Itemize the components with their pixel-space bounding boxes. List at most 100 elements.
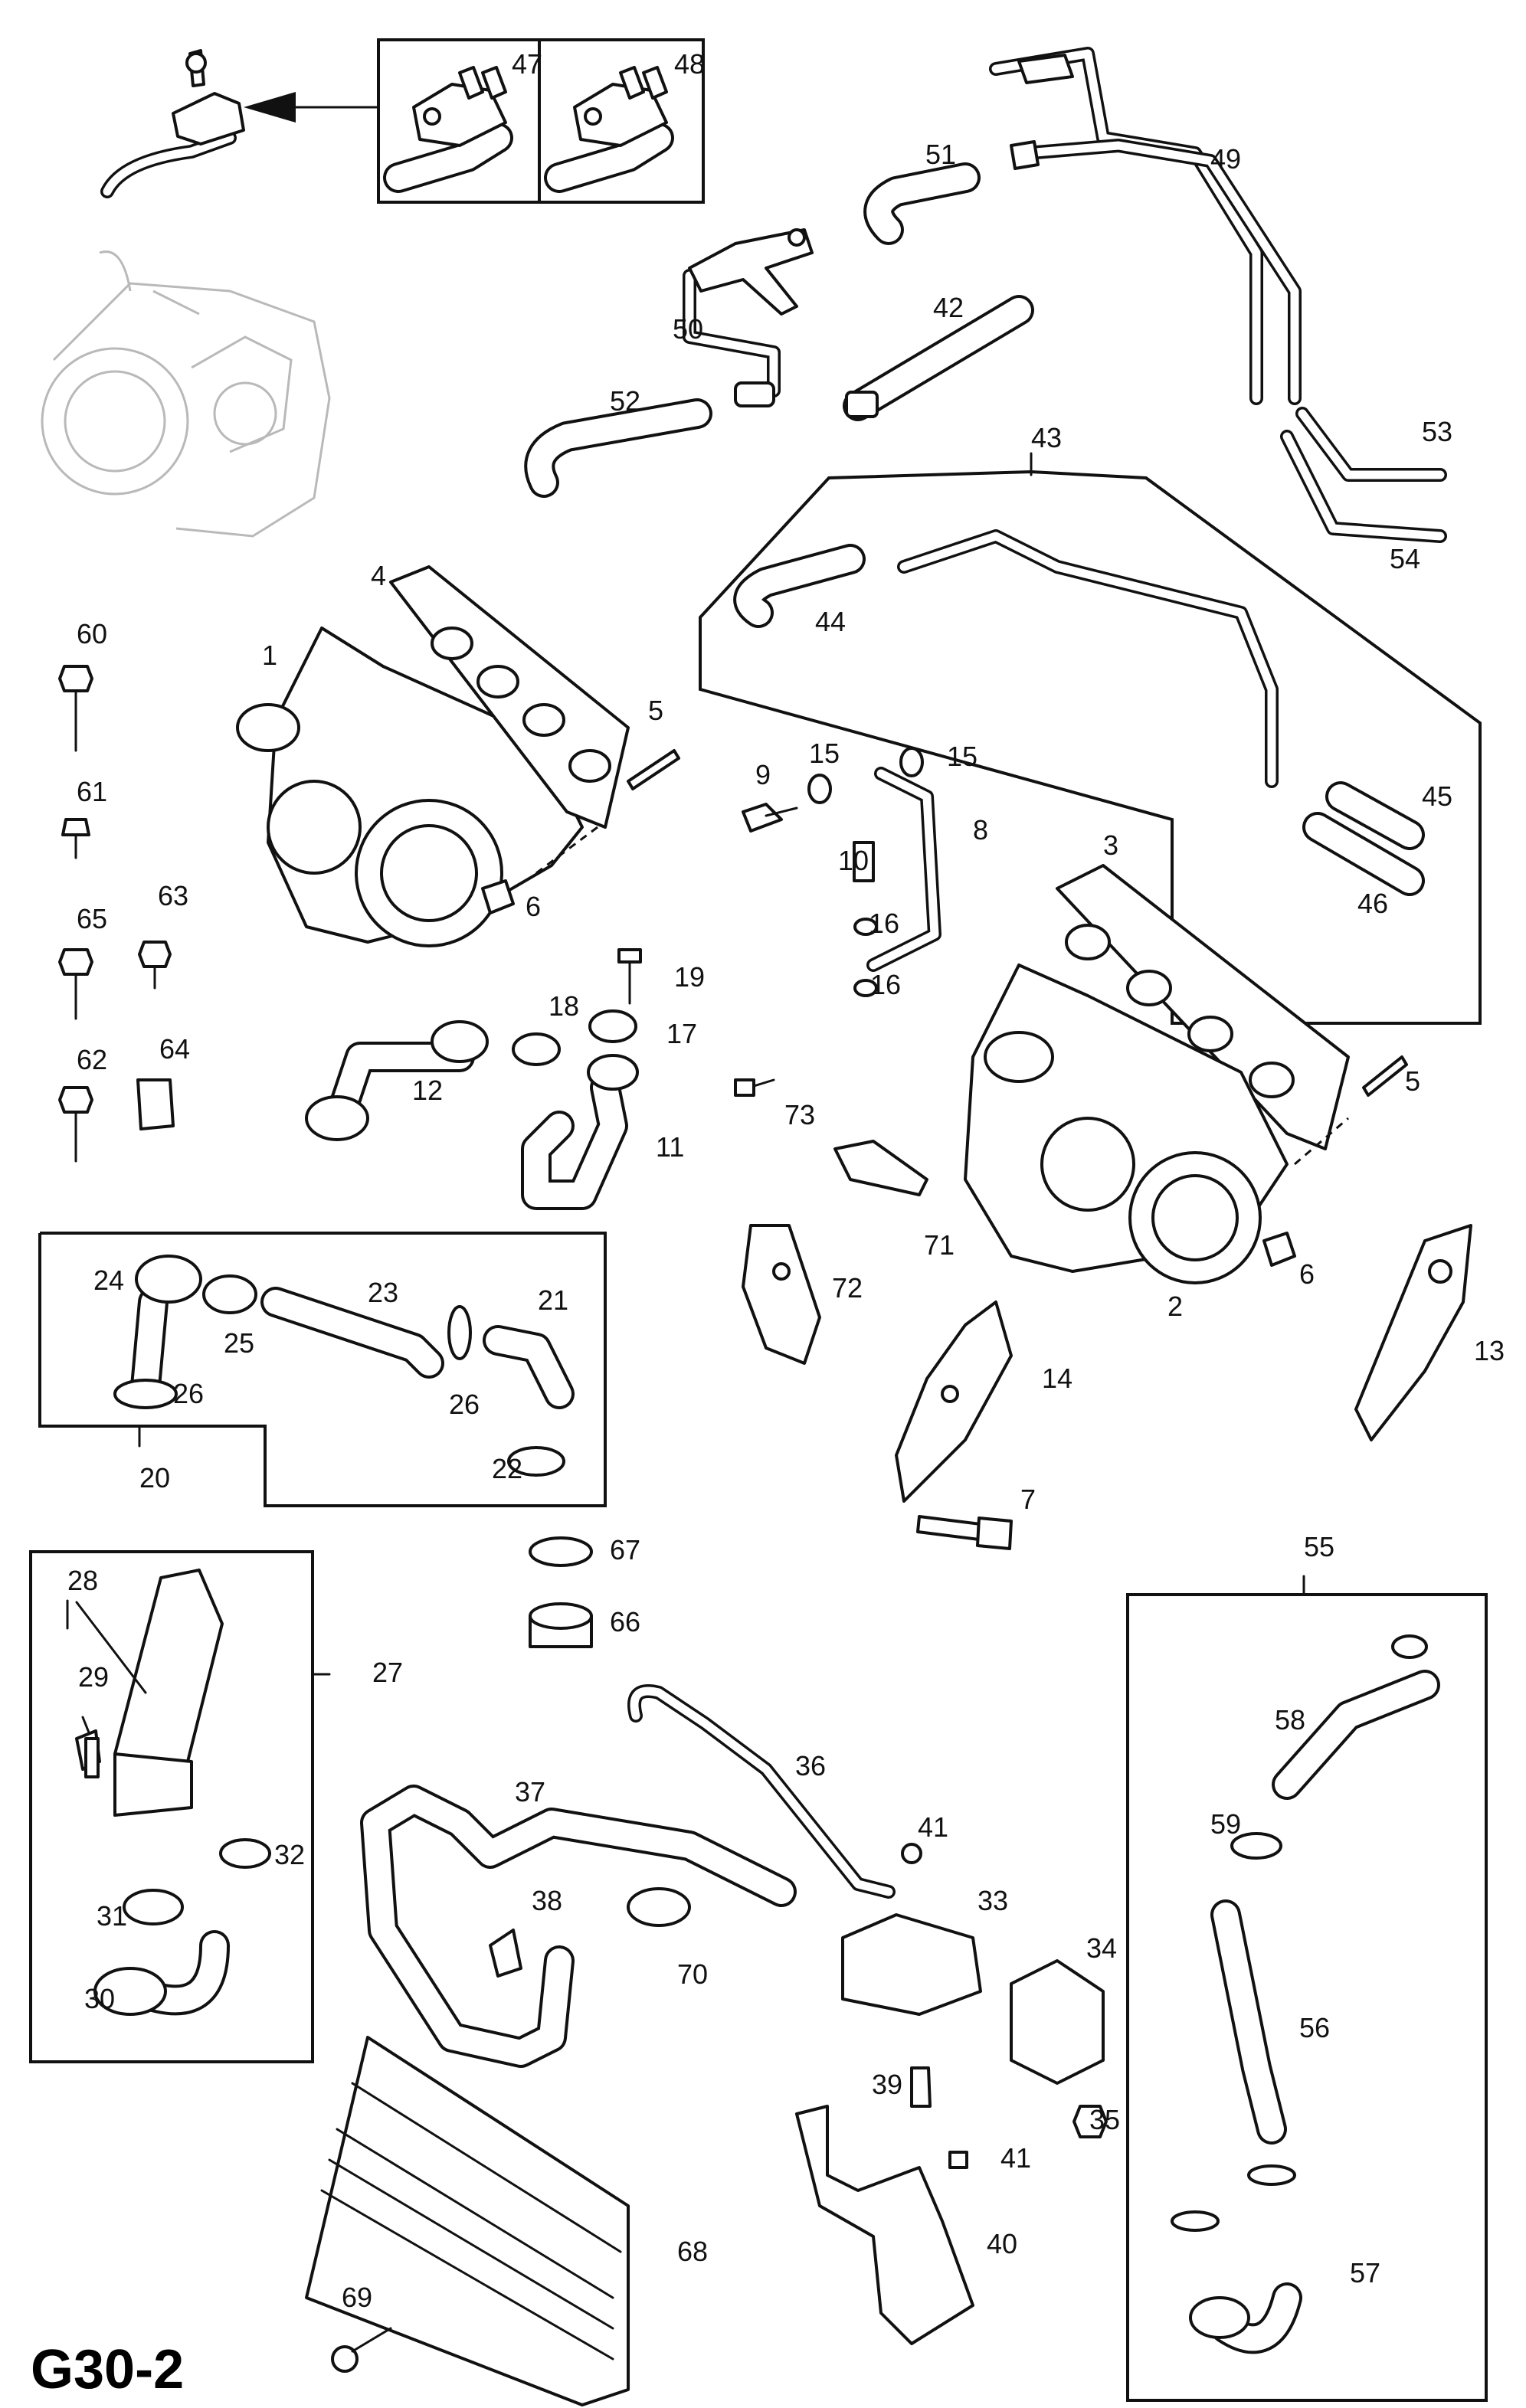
bolt-63 [138,941,172,990]
callout-label-53: 53 [1422,416,1452,447]
callout-label-5: 5 [648,695,663,726]
hose-52 [524,398,712,498]
engine-reference-outline [41,250,331,538]
callout-label-64: 64 [159,1033,190,1065]
clip-64 [136,1078,175,1130]
callout-label-7: 7 [1020,1484,1036,1515]
callout-label-32: 32 [274,1839,305,1870]
callout-label-14: 14 [1042,1363,1072,1394]
callout-label-26: 26 [449,1389,480,1420]
callout-label-62: 62 [77,1044,107,1075]
bolts-19-73 [617,948,775,1097]
callout-label-72: 72 [832,1272,863,1304]
bolt-61 [61,818,90,859]
callout-label-3: 3 [1103,829,1118,861]
bracket-71 [833,1140,928,1196]
bolt-7 [916,1515,1013,1550]
callout-label-4: 4 [371,560,386,591]
callout-label-55: 55 [1304,1531,1334,1562]
callout-label-47: 47 [512,48,542,80]
clip-29-fastener [84,1737,100,1778]
callout-label-65: 65 [77,903,107,934]
callout-label-48: 48 [674,48,705,80]
callout-label-18: 18 [549,990,579,1022]
callout-label-29: 29 [78,1661,109,1693]
bolt-62 [58,1086,93,1163]
callout-label-6: 6 [526,891,541,922]
callout-label-71: 71 [924,1229,955,1261]
callout-label-11: 11 [656,1131,684,1163]
kit-55-outline [1126,1575,1488,2402]
callout-label-67: 67 [610,1534,640,1566]
callout-label-15: 15 [947,741,977,772]
callout-label-38: 38 [532,1885,562,1916]
callout-label-22: 22 [492,1453,522,1484]
callout-label-52: 52 [610,385,640,417]
callout-label-20: 20 [139,1462,170,1494]
callout-label-6: 6 [1299,1258,1315,1290]
callout-label-23: 23 [368,1277,398,1308]
detail-inset-47-48 [244,38,705,204]
callout-label-60: 60 [77,618,107,649]
diagram-code: G30-2 [31,2339,184,2400]
turbocharger-1 [236,627,584,947]
hose-51 [863,162,981,245]
callout-label-41: 41 [1000,2142,1031,2174]
coolant-pipe-12 [305,1020,489,1141]
screw-69 [331,2327,392,2373]
bolt-60 [58,665,93,752]
callout-label-73: 73 [784,1099,815,1130]
callout-label-57: 57 [1350,2257,1380,2289]
bolt-65 [58,948,93,1020]
callout-label-30: 30 [84,1983,115,2014]
callout-label-33: 33 [977,1885,1008,1916]
callout-label-13: 13 [1474,1335,1505,1366]
callout-label-26: 26 [173,1378,204,1409]
intercooler-68 [305,2036,630,2406]
callout-label-50: 50 [673,313,703,345]
gasket-4 [389,565,630,829]
callout-label-59: 59 [1210,1808,1241,1840]
callout-label-66: 66 [610,1606,640,1638]
callout-label-56: 56 [1299,2012,1330,2043]
callout-label-40: 40 [987,2228,1017,2259]
bracket-14 [895,1301,1013,1503]
callout-label-15: 15 [809,738,840,769]
coolant-pipe-11 [521,1054,639,1210]
vacuum-line-36 [627,1684,896,1899]
callout-label-27: 27 [372,1657,403,1688]
callout-label-49: 49 [1210,143,1241,175]
callout-label-9: 9 [755,759,771,790]
callout-label-37: 37 [515,1776,545,1808]
turbocharger-2 [964,964,1408,1284]
callout-label-41: 41 [918,1811,948,1843]
callout-label-46: 46 [1357,888,1388,919]
callout-label-5: 5 [1405,1065,1420,1097]
callout-label-36: 36 [795,1750,826,1781]
callout-label-45: 45 [1422,780,1452,812]
bracket-13 [1354,1224,1472,1441]
callout-label-61: 61 [77,776,107,807]
seals-66-67 [529,1536,593,1648]
callout-label-54: 54 [1390,543,1420,574]
vacuum-hose-37 [360,1785,797,2068]
callout-label-44: 44 [815,606,846,637]
callout-label-70: 70 [677,1958,708,1990]
callout-label-28: 28 [67,1565,98,1596]
gaskets-17-18 [512,1009,637,1066]
oil-pipe-clip-assembly [100,49,245,198]
callout-label-12: 12 [412,1075,443,1106]
callout-label-21: 21 [538,1284,568,1316]
bracket-72 [742,1224,821,1365]
callout-label-51: 51 [925,139,956,170]
kit-20-outline [38,1232,607,1507]
callout-label-69: 69 [342,2282,372,2313]
callout-label-35: 35 [1089,2104,1120,2135]
kit-27-outline [29,1550,331,2063]
callout-label-19: 19 [674,961,705,993]
callout-label-16: 16 [870,969,901,1000]
callout-label-63: 63 [158,880,188,911]
callout-label-43: 43 [1031,422,1062,453]
